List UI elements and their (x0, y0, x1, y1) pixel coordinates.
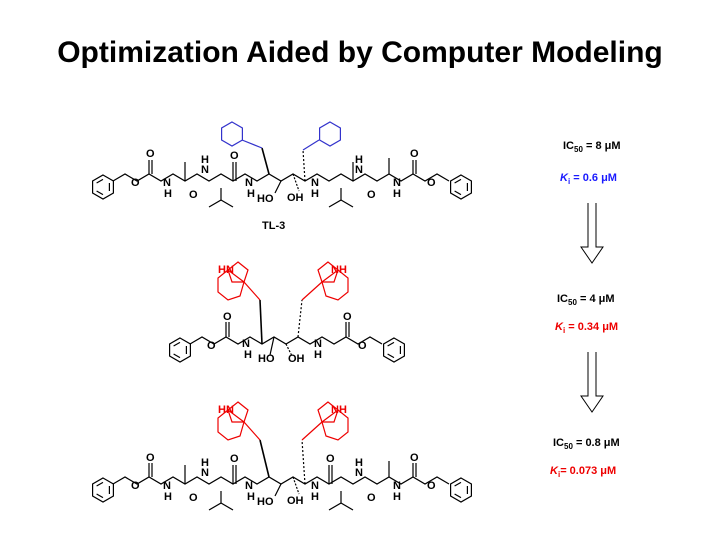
atom-hn: HN (218, 404, 234, 416)
atom-o: O (358, 340, 367, 352)
atom-ho: HO (258, 353, 275, 365)
atom-h: H (247, 188, 255, 200)
atom-n: N (163, 177, 171, 189)
atom-o: O (367, 189, 376, 201)
atom-n: N (311, 177, 319, 189)
atom-h: H (355, 154, 363, 166)
atom-n: N (355, 164, 363, 176)
down-arrow-1 (580, 203, 604, 264)
atom-o: O (146, 148, 155, 160)
atom-o: O (230, 453, 239, 465)
compound-3-structure (91, 401, 472, 511)
atom-h: H (355, 457, 363, 469)
atom-ho: HO (257, 496, 274, 508)
atom-o: O (207, 340, 216, 352)
atom-oh: OH (287, 192, 304, 204)
atom-n: N (163, 480, 171, 492)
atom-o: O (223, 311, 232, 323)
atom-h: H (247, 491, 255, 503)
atom-h: H (311, 188, 319, 200)
atom-o: O (410, 148, 419, 160)
atom-o: O (189, 492, 198, 504)
atom-hn: HN (218, 264, 234, 276)
atom-h: H (311, 491, 319, 503)
atom-nh: NH (331, 264, 347, 276)
ki-value-1: Ki = 0.6 μM (560, 172, 617, 187)
atom-h: H (393, 188, 401, 200)
atom-n: N (355, 467, 363, 479)
atom-o: O (427, 480, 436, 492)
atom-h: H (164, 491, 172, 503)
atom-n: N (393, 177, 401, 189)
atom-o: O (189, 189, 198, 201)
atom-h: H (201, 154, 209, 166)
atom-n: N (242, 338, 250, 350)
slide-title: Optimization Aided by Computer Modeling (57, 36, 663, 69)
atom-h: H (314, 349, 322, 361)
down-arrow-2 (580, 352, 604, 413)
atom-nh: NH (331, 404, 347, 416)
atom-o: O (131, 177, 140, 189)
atom-oh: OH (288, 353, 305, 365)
atom-o: O (367, 492, 376, 504)
atom-n: N (314, 338, 322, 350)
ic50-value-2: IC50 = 4 μM (557, 293, 615, 308)
atom-o: O (131, 480, 140, 492)
atom-n: N (201, 467, 209, 479)
ic50-value-3: IC50 = 0.8 μM (553, 437, 620, 452)
ki-value-3: Ki= 0.073 μM (550, 465, 617, 480)
atom-h: H (393, 491, 401, 503)
atom-h: H (244, 349, 252, 361)
atom-n: N (245, 480, 253, 492)
atom-o: O (343, 311, 352, 323)
compound-2-structure (169, 261, 405, 363)
compound-label-tl3: TL-3 (262, 220, 286, 232)
atom-o: O (146, 452, 155, 464)
atom-oh: OH (287, 495, 304, 507)
atom-o: O (410, 452, 419, 464)
atom-n: N (393, 480, 401, 492)
atom-n: N (245, 177, 253, 189)
ic50-value-1: IC50 = 8 μM (563, 140, 621, 155)
ki-value-2: Ki = 0.34 μM (555, 321, 619, 336)
atom-h: H (164, 188, 172, 200)
atom-o: O (326, 453, 335, 465)
compound-1-structure (91, 121, 472, 208)
atom-h: H (201, 457, 209, 469)
atom-ho: HO (257, 193, 274, 205)
atom-n: N (311, 480, 319, 492)
atom-o: O (230, 150, 239, 162)
atom-n: N (201, 164, 209, 176)
atom-o: O (427, 177, 436, 189)
